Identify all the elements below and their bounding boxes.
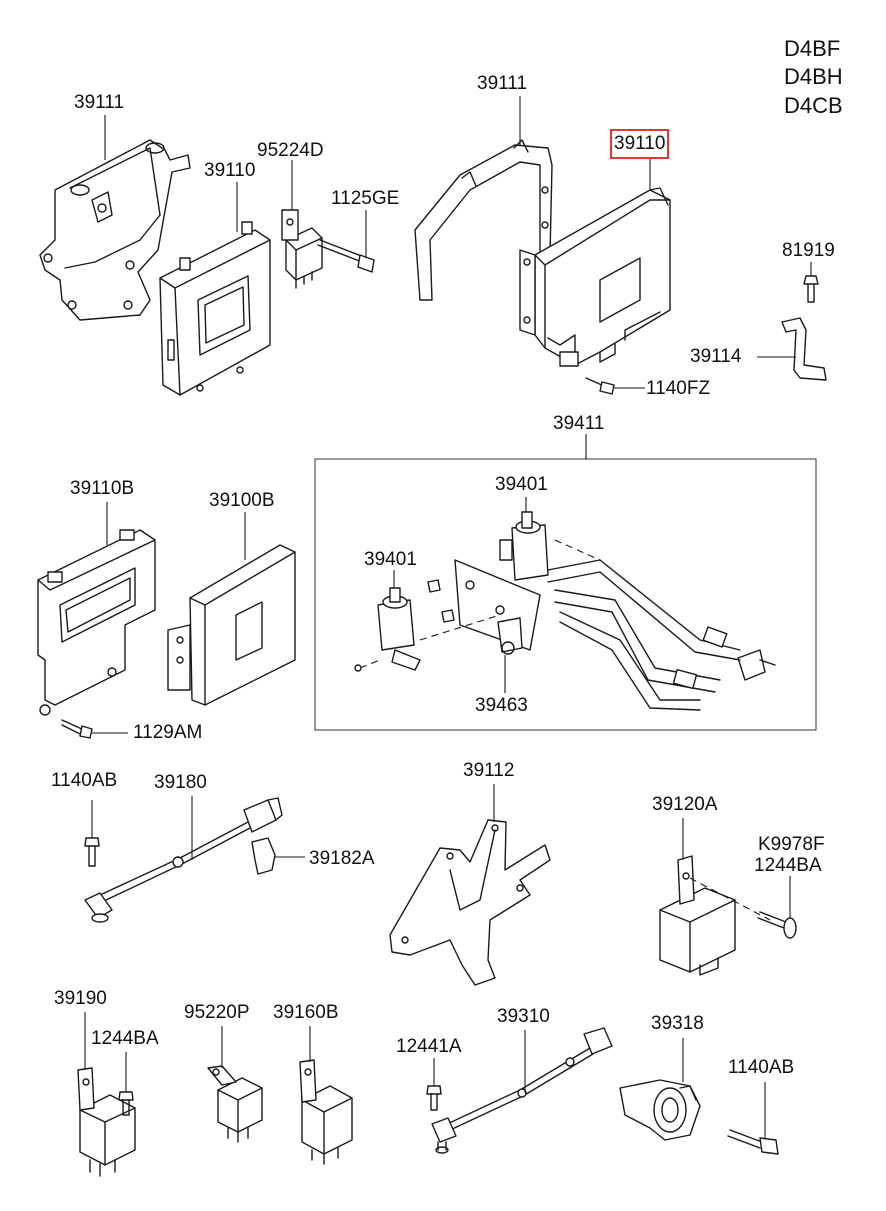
label-39401-upper[interactable]: 39401 [495,474,548,495]
label-1244BA-left[interactable]: 1244BA [91,1028,159,1049]
bolt-1125GE[interactable] [317,239,375,273]
ecu-39100B[interactable] [167,544,296,706]
label-1140AB-right[interactable]: 1140AB [728,1057,795,1078]
engine-code-3: D4CB [784,93,843,118]
label-39180[interactable]: 39180 [154,772,207,793]
label-39110B[interactable]: 39110B [70,478,135,499]
label-39110-main-highlighted[interactable]: 39110 [609,129,670,159]
clip-39182A[interactable] [251,837,276,875]
label-39411[interactable]: 39411 [553,413,605,434]
label-1140AB-left[interactable]: 1140AB [51,770,118,791]
label-39190[interactable]: 39190 [54,988,107,1009]
vacuum-assembly-39411[interactable] [354,511,776,711]
relay-95224D[interactable] [281,209,323,289]
label-39463[interactable]: 39463 [475,695,528,716]
module-39120A[interactable] [659,855,736,976]
bolt-1140AB-left[interactable] [84,837,100,867]
bracket-39114[interactable] [781,317,827,381]
ecu-39110-main[interactable] [519,187,671,367]
ecu-39110-left[interactable] [159,221,271,396]
bracket-39111-left[interactable] [39,139,191,321]
screw-1244BA-left[interactable] [118,1091,134,1116]
engine-code-2: D4BH [784,64,843,89]
label-39318[interactable]: 39318 [651,1013,704,1034]
label-39182A[interactable]: 39182A [309,848,375,869]
label-39110-left[interactable]: 39110 [204,160,256,181]
bracket-39112[interactable] [389,819,551,986]
label-1244BA-right[interactable]: 1244BA [754,855,822,876]
screw-81919[interactable] [803,275,819,303]
label-39111-center[interactable]: 39111 [477,73,528,94]
label-95224D[interactable]: 95224D [257,140,324,161]
relay-95220P[interactable] [207,1065,263,1143]
label-39401-lower[interactable]: 39401 [364,549,417,570]
label-81919[interactable]: 81919 [782,240,835,261]
label-39120A[interactable]: 39120A [652,794,718,815]
group-box-39411 [314,458,817,731]
label-39112[interactable]: 39112 [463,760,515,781]
sensor-39318[interactable] [619,1079,701,1141]
screw-1129AM[interactable] [61,719,93,739]
label-39160B[interactable]: 39160B [273,1002,339,1023]
label-1129AM[interactable]: 1129AM [133,722,203,743]
label-12441A[interactable]: 12441A [396,1036,462,1057]
label-39111-left[interactable]: 39111 [74,92,125,113]
bracket-39111-center[interactable] [414,139,553,301]
sensor-39310[interactable] [431,1027,613,1154]
sensor-39180[interactable] [84,797,283,923]
label-1125GE[interactable]: 1125GE [331,188,400,209]
engine-code-1: D4BF [784,36,841,61]
bolt-1140AB-right[interactable] [727,1129,779,1155]
label-K9978F[interactable]: K9978F [758,834,825,855]
ecu-39110B[interactable] [37,529,156,716]
label-39310[interactable]: 39310 [497,1006,550,1027]
label-1140FZ[interactable]: 1140FZ [646,378,711,399]
label-95220P[interactable]: 95220P [184,1002,250,1023]
bolt-12441A[interactable] [426,1085,442,1111]
bolt-1140FZ[interactable] [585,377,615,395]
label-39114[interactable]: 39114 [690,346,742,367]
relay-39160B[interactable] [299,1059,353,1165]
label-39100B[interactable]: 39100B [209,490,275,511]
relay-39190[interactable] [77,1067,136,1177]
